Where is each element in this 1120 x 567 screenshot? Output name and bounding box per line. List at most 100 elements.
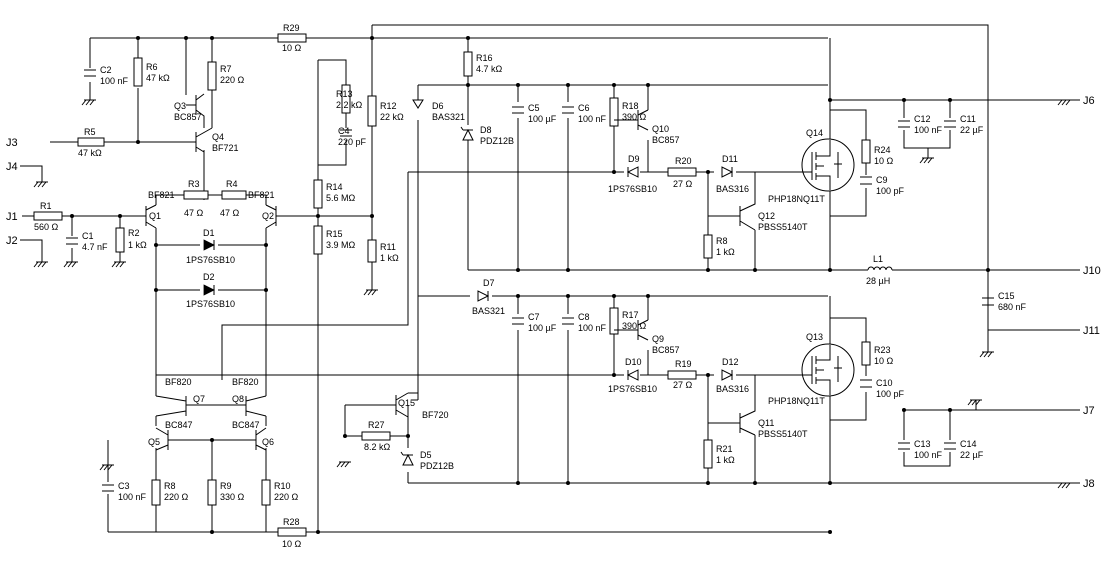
r19-body	[667, 370, 697, 380]
r18-value: 390 Ω	[622, 112, 647, 122]
c4-plates	[340, 129, 352, 137]
r28-value: 10 Ω	[282, 539, 302, 549]
r5-value: 47 kΩ	[78, 148, 102, 158]
c9-plates	[860, 176, 872, 185]
r3-value: 47 Ω	[184, 208, 204, 218]
port-labels: J3 J4 J1 J2 J6 J10 J11 J7 J8	[6, 95, 1101, 490]
q15-symbol	[395, 392, 418, 440]
r11-ref: R11	[380, 242, 396, 252]
q11-symbol	[739, 375, 756, 436]
r8b-ref: R8	[164, 481, 176, 491]
r28-body	[277, 527, 307, 537]
r1-ref: R1	[40, 201, 52, 211]
r10-body	[261, 479, 271, 506]
c4-value: 220 pF	[338, 137, 367, 147]
c2-ref: C2	[100, 65, 112, 75]
q3-symbol	[186, 93, 205, 128]
d2-symbol	[203, 284, 215, 296]
c10-value: 100 pF	[876, 389, 905, 399]
port-j6: J6	[1083, 95, 1095, 107]
q7-value: BF820	[165, 377, 192, 387]
r29-value: 10 Ω	[282, 43, 302, 53]
c11-value: 22 µF	[960, 125, 984, 135]
d7-value: BAS321	[472, 306, 505, 316]
d7-symbol	[477, 290, 490, 302]
r29-ref: R29	[283, 23, 300, 33]
d6-ref: D6	[432, 101, 444, 111]
r23-value: 10 Ω	[874, 356, 894, 366]
resistor-labels: R29 10 Ω R28 10 Ω R6 47 kΩ R7 220 Ω R5 4…	[34, 23, 894, 549]
q8-ref: Q8	[232, 394, 244, 404]
r11-body	[367, 239, 377, 263]
q1-ref: Q1	[149, 211, 161, 221]
r19-value: 27 Ω	[673, 380, 693, 390]
r4-ref: R4	[226, 179, 238, 189]
d12-ref: D12	[722, 357, 739, 367]
port-j2: J2	[6, 235, 18, 247]
r24-body	[861, 139, 871, 164]
r1-body	[33, 211, 63, 221]
r14-value: 5.6 MΩ	[326, 193, 356, 203]
r4-body	[221, 190, 247, 200]
q8-value: BF820	[232, 377, 259, 387]
ground-symbols	[33, 99, 1072, 489]
r16-value: 4.7 kΩ	[476, 64, 503, 74]
r1-value: 560 Ω	[34, 222, 59, 232]
q14-ref: Q14	[806, 128, 823, 138]
r15-ref: R15	[326, 229, 343, 239]
r6-value: 47 kΩ	[146, 73, 170, 83]
capacitor-labels: C2 100 nF C1 4.7 nF C4 220 pF C5 100 µF …	[82, 65, 1027, 502]
r14-ref: R14	[326, 182, 343, 192]
r29-body	[277, 33, 307, 43]
r12-value: 22 kΩ	[380, 112, 404, 122]
r23-ref: R23	[874, 345, 891, 355]
r2-value: 1 kΩ	[128, 240, 147, 250]
q11-value: PBSS5140T	[758, 429, 808, 439]
r23-body	[861, 341, 871, 366]
d1-value: 1PS76SB10	[186, 255, 235, 265]
r21-body	[703, 439, 713, 469]
transistor-labels: Q3 BC857 Q4 BF721 BF821 Q1 BF821 Q2 BF82…	[148, 101, 825, 447]
port-j11: J11	[1083, 325, 1100, 337]
c1-plates	[66, 237, 78, 245]
q14-value: PHP18NQ11T	[768, 194, 825, 204]
q1-symbol	[145, 204, 157, 229]
c13-plates	[898, 442, 910, 450]
l1-ref: L1	[873, 254, 883, 264]
c12-ref: C12	[914, 114, 931, 124]
q7-ref: Q7	[193, 394, 205, 404]
d6-value: BAS321	[432, 112, 465, 122]
c4-ref: C4	[338, 126, 350, 136]
d10-value: 1PS76SB10	[608, 384, 657, 394]
r7-value: 220 Ω	[220, 75, 245, 85]
r13-ref: R13	[336, 89, 353, 99]
r18-body	[609, 97, 619, 127]
q6-ref: Q6	[262, 437, 274, 447]
q8-symbol	[245, 395, 267, 417]
c3-value: 100 nF	[118, 492, 147, 502]
r19-ref: R19	[675, 359, 692, 369]
d11-symbol	[721, 166, 734, 178]
r24-ref: R24	[874, 145, 891, 155]
c10-ref: C10	[876, 378, 893, 388]
r7-ref: R7	[220, 64, 232, 74]
c6-plates	[562, 106, 574, 114]
r10-value: 220 Ω	[274, 492, 299, 502]
r2-ref: R2	[128, 228, 140, 238]
q12-value: PBSS5140T	[758, 222, 808, 232]
r17-ref: R17	[622, 310, 639, 320]
q10-symbol	[614, 109, 649, 131]
r15-body	[313, 225, 323, 255]
c11-ref: C11	[960, 114, 976, 124]
q6-symbol	[246, 427, 267, 451]
r20-ref: R20	[675, 156, 692, 166]
q9-ref: Q9	[652, 334, 664, 344]
c5-value: 100 µF	[528, 114, 557, 124]
c15-value: 680 nF	[998, 302, 1027, 312]
q15-ref: Q15	[398, 398, 415, 408]
c1-ref: C1	[82, 231, 94, 241]
c15-ref: C15	[998, 291, 1015, 301]
d5-ref: D5	[420, 450, 432, 460]
port-j4: J4	[6, 161, 18, 173]
